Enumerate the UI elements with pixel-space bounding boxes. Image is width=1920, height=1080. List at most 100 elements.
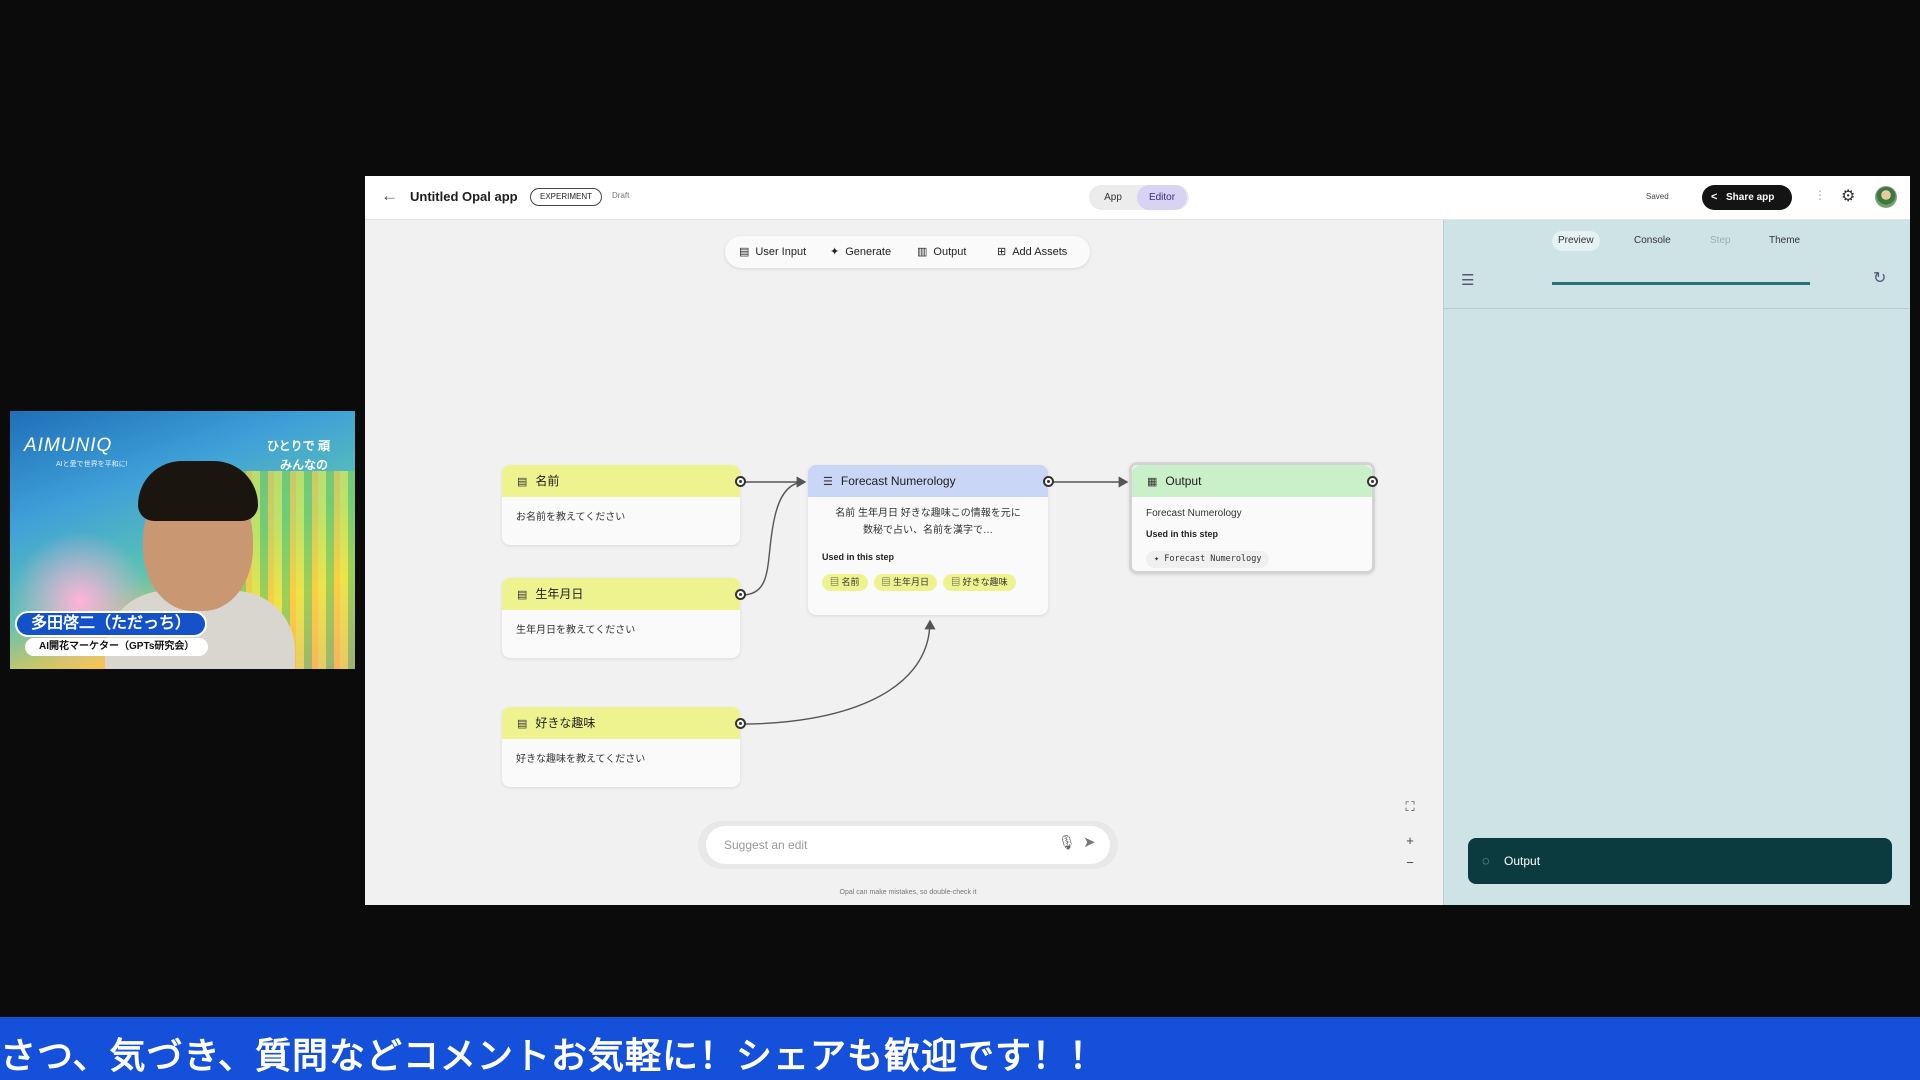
node-header: ▤ 生年月日 (502, 578, 740, 610)
more-options-icon[interactable]: ⋮ (1814, 188, 1826, 202)
chip-hobby[interactable]: ▤ 好きな趣味 (943, 574, 1016, 591)
node-title: 名前 (535, 474, 560, 488)
node-title: Forecast Numerology (840, 474, 956, 488)
tab-preview[interactable]: Preview (1552, 231, 1600, 251)
input-icon: ▤ (517, 718, 528, 730)
send-icon[interactable]: ➤ (1083, 834, 1096, 851)
tab-theme[interactable]: Theme (1769, 235, 1801, 246)
user-input-button[interactable]: ▤ User Input (739, 236, 806, 268)
app-mode-button[interactable]: App (1104, 192, 1122, 203)
presenter-hair (138, 461, 258, 521)
disclaimer-text: Opal can make mistakes, so double-check … (839, 889, 977, 896)
fit-view-icon[interactable]: ⛶ (1405, 799, 1415, 814)
input-node-name[interactable]: ▤ 名前 お名前を教えてください (502, 465, 746, 545)
generate-label: Generate (845, 246, 892, 258)
prompt-line-1: 名前 生年月日 好きな趣味この情報を元に (835, 508, 1021, 519)
editor-mode-button[interactable]: Editor (1137, 185, 1187, 210)
add-assets-icon: ⊞ (997, 246, 1007, 258)
output-icon: ▥ (917, 246, 928, 258)
slogan-line-1: ひとりで 頑 (267, 439, 330, 453)
webcam-feed: AIMUNIQ AIと愛で世界を平和に! ひとりで 頑 みんなの 多田啓二（ただ… (10, 411, 355, 669)
aimuniq-logo: AIMUNIQ (24, 435, 113, 456)
node-connectors (741, 476, 1129, 725)
tab-step[interactable]: Step (1710, 235, 1731, 246)
user-input-label: User Input (755, 246, 807, 258)
node-toolbar: ▤ User Input ✦Generate ▥ Output ⊞ Add Asset… (725, 236, 1090, 268)
node-title: Output (1165, 474, 1202, 488)
node-header: ▤ 好きな趣味 (502, 707, 740, 739)
loading-spinner-icon: ◌ (1482, 853, 1490, 868)
microphone-icon[interactable]: 🎙 (1058, 834, 1076, 850)
node-body: お名前を教えてください (516, 512, 626, 523)
output-port[interactable] (735, 718, 746, 729)
suggest-edit-box: 🎙 ➤ (698, 821, 1118, 869)
input-node-hobby[interactable]: ▤ 好きな趣味 好きな趣味を教えてください (502, 707, 746, 787)
zoom-out-button[interactable]: − (1406, 855, 1414, 870)
refresh-icon[interactable]: ↻ (1873, 270, 1887, 287)
edge-birthday-to-forecast (741, 481, 806, 596)
mode-toggle: App Editor (1089, 185, 1189, 210)
output-node[interactable]: ▦Output Forecast Numerology Used in this… (1129, 462, 1378, 574)
chip-name[interactable]: ▤ 名前 (822, 574, 868, 591)
node-body: 名前 生年月日 好きな趣味この情報を元に 数秘で占い、名前を漢字で… Used … (808, 497, 1048, 603)
node-title: 好きな趣味 (535, 716, 596, 730)
slogan-line-2: みんなの (280, 458, 329, 472)
generate-button[interactable]: ✦Generate (830, 236, 891, 268)
chip-forecast-numerology[interactable]: ✦ Forecast Numerology (1146, 551, 1270, 568)
menu-icon[interactable]: ☰ (1461, 272, 1475, 289)
used-in-step-label: Used in this step (822, 552, 895, 562)
chip-list: ▤ 名前 ▤ 生年月日 ▤ 好きな趣味 (822, 574, 1034, 591)
top-bar: ← Untitled Opal app EXPERIMENT Draft App… (365, 176, 1910, 220)
output-status-label: Output (1504, 854, 1541, 868)
node-header: ▦Output (1132, 465, 1372, 497)
node-body: Forecast Numerology Used in this step ✦ … (1132, 497, 1372, 580)
preview-panel: Preview Console Step Theme ☰ ↻ ◌ Output (1443, 220, 1910, 905)
node-header: ▤ 名前 (502, 465, 740, 497)
share-app-label: Share app (1726, 192, 1775, 203)
output-port[interactable] (735, 589, 746, 600)
share-icon: < (1711, 191, 1718, 203)
output-port[interactable] (735, 476, 746, 487)
user-input-icon: ▤ (739, 246, 750, 258)
node-title: 生年月日 (535, 587, 584, 601)
output-button[interactable]: ▥ Output (917, 236, 966, 268)
node-header: ☰ Forecast Numerology (808, 465, 1048, 497)
logo-tagline: AIと愛で世界を平和に! (56, 461, 128, 468)
chip-birthday[interactable]: ▤ 生年月日 (873, 574, 938, 591)
node-body: 生年月日を教えてください (516, 625, 636, 636)
gear-icon[interactable]: ⚙ (1841, 188, 1856, 205)
output-port[interactable] (1367, 476, 1378, 487)
draft-status: Draft (612, 191, 630, 200)
generate-icon: ☰ (823, 476, 833, 488)
opal-app-window: ← Untitled Opal app EXPERIMENT Draft App… (365, 176, 1910, 905)
experiment-badge: EXPERIMENT (530, 188, 603, 206)
progress-bar (1552, 282, 1810, 285)
edge-hobby-to-forecast (741, 619, 936, 725)
input-icon: ▤ (517, 476, 528, 488)
saved-status: Saved (1646, 192, 1669, 201)
ticker-text: さつ、気づき、質問などコメントお気軽に！シェアも歓迎です！！ (0, 1035, 1107, 1076)
comment-ticker: さつ、気づき、質問などコメントお気軽に！シェアも歓迎です！！ (0, 1017, 1920, 1080)
input-icon: ▤ (517, 589, 528, 601)
chip-list: ✦ Forecast Numerology (1146, 551, 1358, 568)
back-arrow-icon[interactable]: ← (381, 186, 398, 205)
suggest-edit-input[interactable] (706, 826, 1110, 864)
app-title[interactable]: Untitled Opal app (410, 189, 518, 204)
presenter-role-plate: AI開花マーケター（GPTs研究会） (25, 638, 209, 656)
node-body: 好きな趣味を教えてください (516, 754, 646, 765)
used-in-step-label: Used in this step (1146, 529, 1219, 539)
add-assets-button[interactable]: ⊞ Add Assets (997, 236, 1067, 268)
generate-node-forecast-numerology[interactable]: ☰ Forecast Numerology 名前 生年月日 好きな趣味この情報を元… (808, 465, 1054, 615)
divider (1444, 308, 1910, 309)
progress-fill (1552, 282, 1810, 285)
output-source: Forecast Numerology (1146, 508, 1242, 519)
share-app-button[interactable]: < Share app (1702, 185, 1792, 210)
output-label: Output (933, 246, 967, 258)
avatar[interactable] (1875, 186, 1897, 208)
output-port[interactable] (1043, 476, 1054, 487)
zoom-in-button[interactable]: + (1406, 833, 1414, 848)
output-status-button[interactable]: ◌ Output (1468, 838, 1892, 884)
input-node-birthday[interactable]: ▤ 生年月日 生年月日を教えてください (502, 578, 746, 658)
tab-console[interactable]: Console (1634, 235, 1671, 246)
add-assets-label: Add Assets (1012, 246, 1068, 258)
